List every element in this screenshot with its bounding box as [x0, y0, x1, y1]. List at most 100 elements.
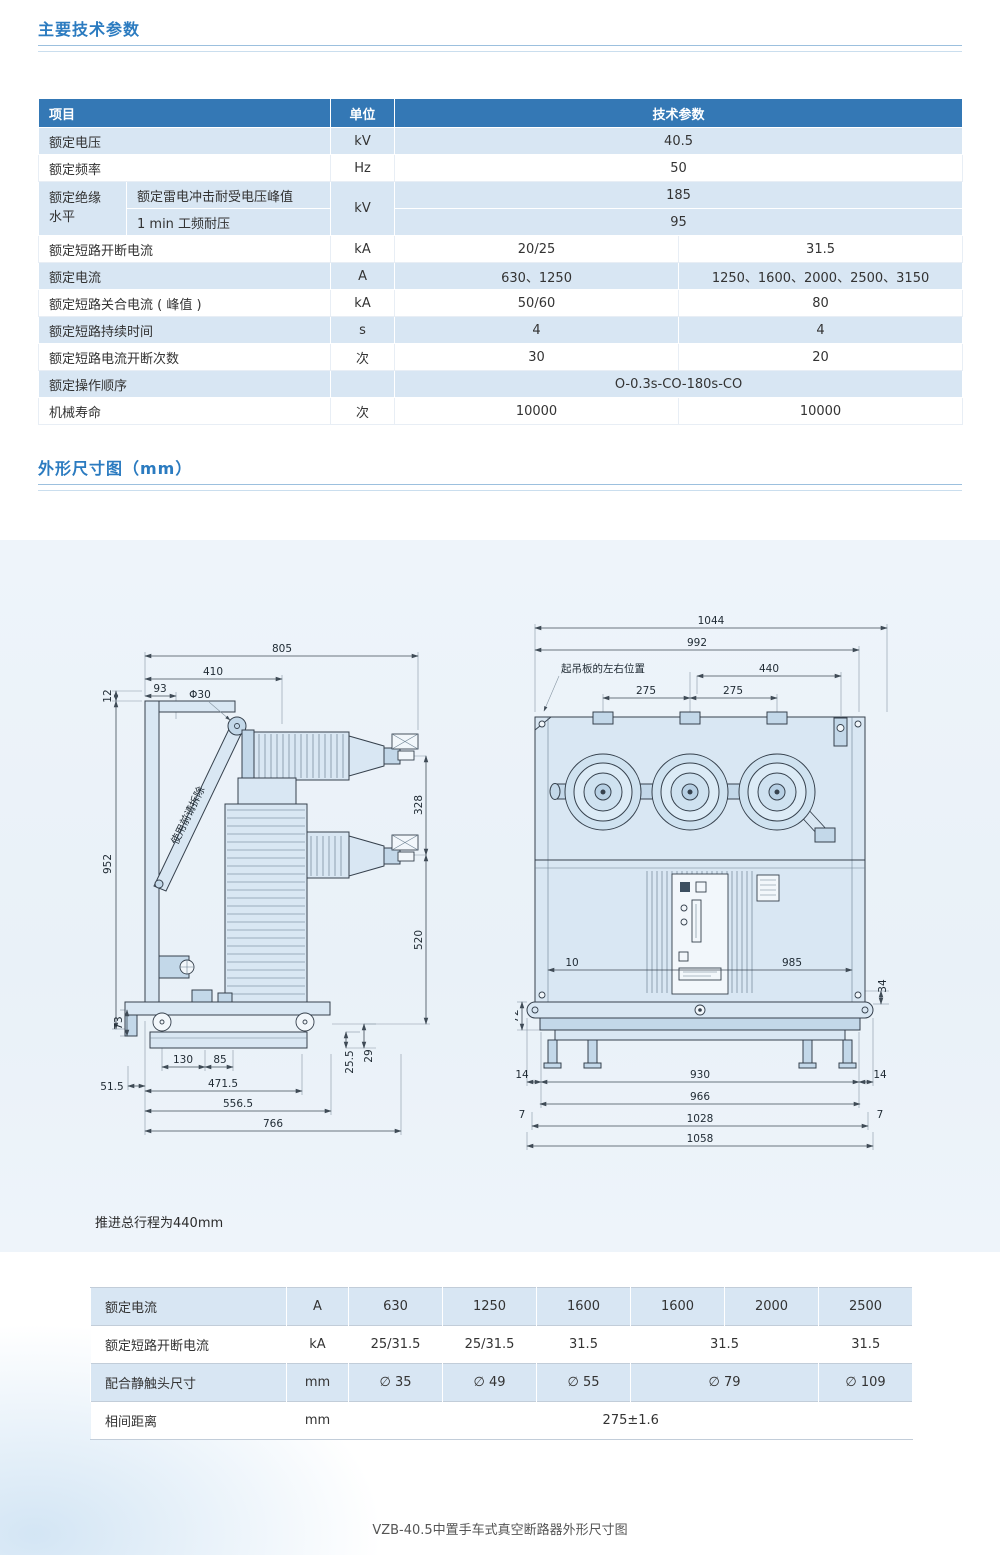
dim-label: 1028 — [687, 1113, 714, 1125]
param-label-cell: 额定短路开断电流 — [90, 1325, 287, 1364]
table-row: 机械寿命 次 10000 10000 — [37, 397, 964, 425]
param-label-cell: 额定频率 — [37, 154, 332, 182]
param-unit-cell: kA — [330, 235, 396, 263]
dim-label: 51.5 — [100, 1081, 123, 1093]
param-label-cell: 额定短路开断电流 — [37, 235, 332, 263]
param-value-cell: 25/31.5 — [442, 1325, 537, 1364]
param-unit-cell: kV — [330, 181, 396, 236]
param-label-cell: 额定电流 — [90, 1287, 287, 1326]
param-label-cell: 相间距离 — [90, 1401, 287, 1440]
lifting-plate-label: 起吊板的左右位置 — [561, 662, 645, 675]
dim-label: 520 — [413, 930, 425, 950]
dim-label: 73 — [113, 1016, 125, 1029]
table-row: 1 min 工频耐压 95 — [39, 208, 964, 236]
dim-label: 766 — [263, 1118, 283, 1130]
table-row: 相间距离 mm 275±1.6 — [90, 1401, 913, 1440]
param-label-cell: 额定绝缘水平 — [38, 181, 127, 236]
param-value-cell: 4 — [678, 316, 964, 344]
dim-label: 12 — [102, 689, 114, 702]
param-unit-cell: s — [330, 316, 396, 344]
param-value-cell: ∅ 35 — [348, 1363, 443, 1402]
section-title-dimensions: 外形尺寸图（mm） — [38, 459, 193, 478]
param-unit-cell: mm — [286, 1363, 349, 1402]
param-value-cell: 30 — [394, 343, 680, 371]
header-unit: 单位 — [330, 98, 396, 128]
param-label-cell: 额定电流 — [37, 262, 332, 290]
dim-label: 72 — [515, 1009, 521, 1022]
param-value-cell: 20 — [678, 343, 964, 371]
section-title-parameters: 主要技术参数 — [38, 20, 141, 39]
current-table: 额定电流 A 630 1250 1600 1600 2000 2500 额定短路… — [90, 1287, 913, 1440]
dim-label: 29 — [363, 1049, 375, 1062]
param-label-cell: 额定短路电流开断次数 — [37, 343, 332, 371]
front-view-drawing: 起吊板的左右位置 1044 992 440 275 275 10 985 72 … — [515, 615, 889, 1150]
param-label-cell: 额定操作顺序 — [37, 370, 332, 398]
param-unit-cell: A — [330, 262, 396, 290]
dim-label: 471.5 — [208, 1078, 238, 1090]
param-value-cell: ∅ 49 — [442, 1363, 537, 1402]
dim-label: 805 — [272, 643, 292, 655]
dim-label: Φ30 — [189, 689, 211, 701]
param-value-cell: 1600 — [630, 1287, 725, 1326]
dimension-annotations: 1044 992 440 275 275 10 985 72 34 14 14 … — [515, 615, 889, 1149]
dim-label: 985 — [782, 957, 802, 969]
param-label-cell: 机械寿命 — [37, 397, 332, 425]
param-value-cell: 25/31.5 — [348, 1325, 443, 1364]
table-row: 额定电流 A 630 1250 1600 1600 2000 2500 — [90, 1287, 913, 1326]
param-value-cell: 630 — [348, 1287, 443, 1326]
breaker-side-outline — [124, 700, 419, 1049]
dim-label: 930 — [690, 1069, 710, 1081]
param-unit-cell: kA — [330, 289, 396, 317]
param-unit-cell: Hz — [330, 154, 396, 182]
travel-note: 推进总行程为440mm — [95, 1216, 224, 1231]
dim-label: 952 — [102, 854, 114, 874]
dim-label: 328 — [413, 795, 425, 815]
dim-label: 130 — [173, 1054, 193, 1066]
dim-label: 556.5 — [223, 1098, 253, 1110]
param-value-cell: 10000 — [678, 397, 964, 425]
param-value-cell: 630、1250 — [394, 262, 680, 290]
dimension-annotations: 805 410 93 Φ30 12 952 328 520 73 130 85 … — [100, 643, 429, 1134]
dim-label: 1058 — [687, 1133, 714, 1145]
param-value-cell: 50/60 — [394, 289, 680, 317]
dim-label: 1044 — [698, 615, 725, 627]
param-value-cell: 40.5 — [394, 127, 964, 155]
dim-label: 275 — [636, 685, 656, 697]
param-value-cell: 31.5 — [678, 235, 964, 263]
param-unit-cell: 次 — [330, 397, 396, 425]
side-view-drawing: 使用前请拆除 805 410 93 Φ30 12 952 328 520 73 … — [100, 643, 430, 1135]
param-unit-cell — [330, 370, 396, 398]
param-value-cell: ∅ 55 — [536, 1363, 631, 1402]
dim-label: 440 — [759, 663, 779, 675]
param-value-cell: ∅ 79 — [630, 1363, 819, 1402]
param-value-cell: 80 — [678, 289, 964, 317]
table-header-row: 项目 单位 技术参数 — [37, 98, 964, 128]
dim-label: 34 — [877, 979, 889, 993]
table-row: 额定短路开断电流 kA 25/31.5 25/31.5 31.5 31.5 31… — [90, 1325, 913, 1364]
header-item: 项目 — [37, 98, 332, 128]
table-row: 额定短路关合电流 ( 峰值 ) kA 50/60 80 — [37, 289, 964, 317]
param-sublabel-cell: 1 min 工频耐压 — [125, 208, 332, 236]
param-value-cell: ∅ 109 — [818, 1363, 913, 1402]
dim-label: 992 — [687, 637, 707, 649]
param-value-cell: O-0.3s-CO-180s-CO — [394, 370, 964, 398]
param-value-cell: 2500 — [818, 1287, 913, 1326]
param-value-cell: 1600 — [536, 1287, 631, 1326]
param-value-cell: 185 — [394, 181, 964, 209]
table-row: 额定电流 A 630、1250 1250、1600、2000、2500、3150 — [37, 262, 964, 290]
title-rule — [38, 45, 962, 52]
table-row: 额定操作顺序 O-0.3s-CO-180s-CO — [37, 370, 964, 398]
table-row: 额定短路持续时间 s 4 4 — [37, 316, 964, 344]
param-unit-cell: mm — [286, 1401, 349, 1440]
param-value-cell: 50 — [394, 154, 964, 182]
param-label-cell: 配合静触头尺寸 — [90, 1363, 287, 1402]
header-value: 技术参数 — [394, 98, 964, 128]
param-label-cell: 额定短路关合电流 ( 峰值 ) — [37, 289, 332, 317]
table-row: 额定短路开断电流 kA 20/25 31.5 — [37, 235, 964, 263]
table-row: 额定电压 kV 40.5 — [37, 127, 964, 155]
dim-label: 14 — [873, 1069, 887, 1081]
dim-label: 410 — [203, 666, 223, 678]
figure-caption: VZB-40.5中置手车式真空断路器外形尺寸图 — [372, 1523, 628, 1538]
table-row: 额定绝缘水平 额定雷电冲击耐受电压峰值 kV 185 — [38, 181, 964, 236]
